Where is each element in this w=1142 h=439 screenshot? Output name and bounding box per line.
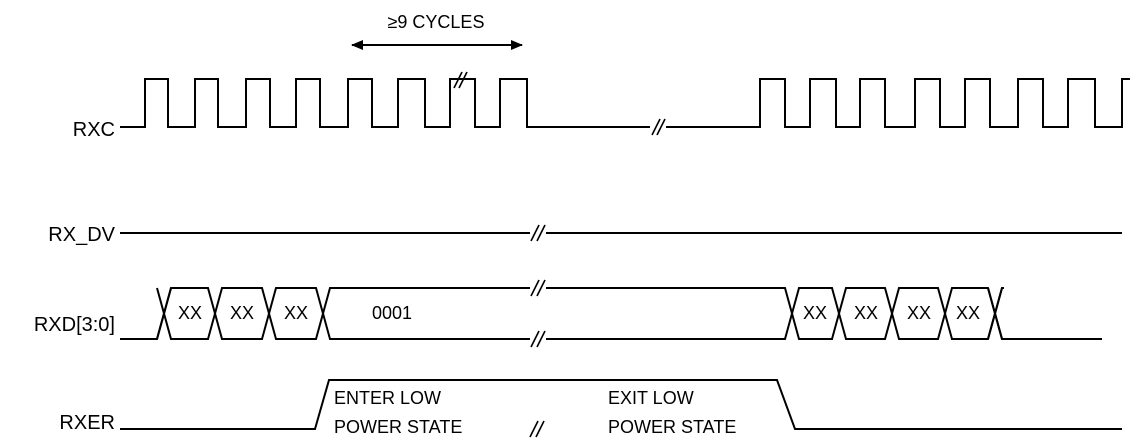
rxd-value-before-1: XX (178, 303, 202, 323)
rxd-break-mark-bottom (530, 330, 546, 348)
rxc-clock-waveform-resume (666, 78, 1130, 128)
rxd-value-after-3: XX (907, 303, 931, 323)
rxc-break-mark-clock (453, 71, 468, 89)
rxd-value-before-2: XX (230, 303, 254, 323)
rxc-clock-waveform-active (120, 78, 650, 128)
signal-label-rxer: RXER (59, 412, 115, 434)
rxd-held-value: 0001 (372, 303, 412, 323)
cycles-annotation-label: ≥9 CYCLES (388, 12, 485, 32)
rxer-enter-note-line2: POWER STATE (334, 417, 462, 437)
signal-label-rx-dv: RX_DV (48, 224, 115, 246)
rxd-bus-waveform (120, 287, 1122, 340)
rxer-exit-note-line2: POWER STATE (608, 417, 736, 437)
rxer-break-mark (529, 420, 545, 438)
rxd-value-after-1: XX (803, 303, 827, 323)
rxer-waveform (120, 379, 1122, 430)
rxd-break-mark-top (530, 279, 546, 297)
rxer-exit-note-line1: EXIT LOW (608, 388, 694, 408)
rxer-enter-note-line1: ENTER LOW (334, 388, 441, 408)
rxd-value-after-4: XX (956, 303, 980, 323)
signal-label-rxc: RXC (73, 119, 115, 141)
rxd-value-after-2: XX (854, 303, 878, 323)
rxd-value-before-3: XX (284, 303, 308, 323)
rx-dv-break-mark (530, 224, 546, 242)
rxc-break-mark-idle (651, 118, 666, 136)
signal-label-rxd: RXD[3:0] (34, 314, 115, 336)
